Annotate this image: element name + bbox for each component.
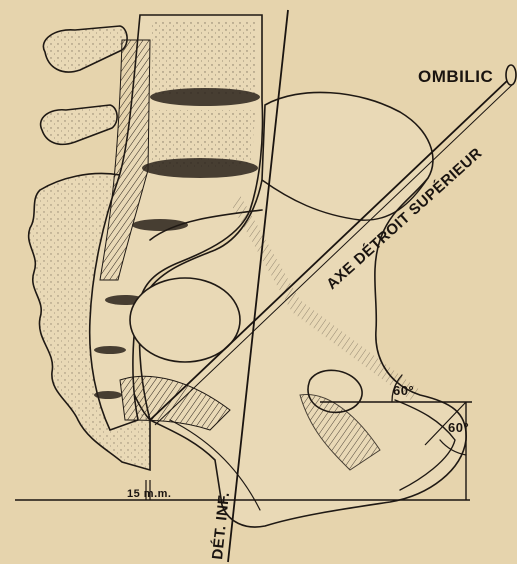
spinous-processes	[41, 26, 128, 144]
angle-label-lower: 60°	[448, 420, 469, 435]
measurement-label: 15 m.m.	[127, 488, 171, 500]
umbilicus-marker	[506, 65, 516, 85]
angle-label-upper: 60°	[393, 383, 414, 398]
umbilicus-label: OMBILIC	[418, 67, 493, 86]
